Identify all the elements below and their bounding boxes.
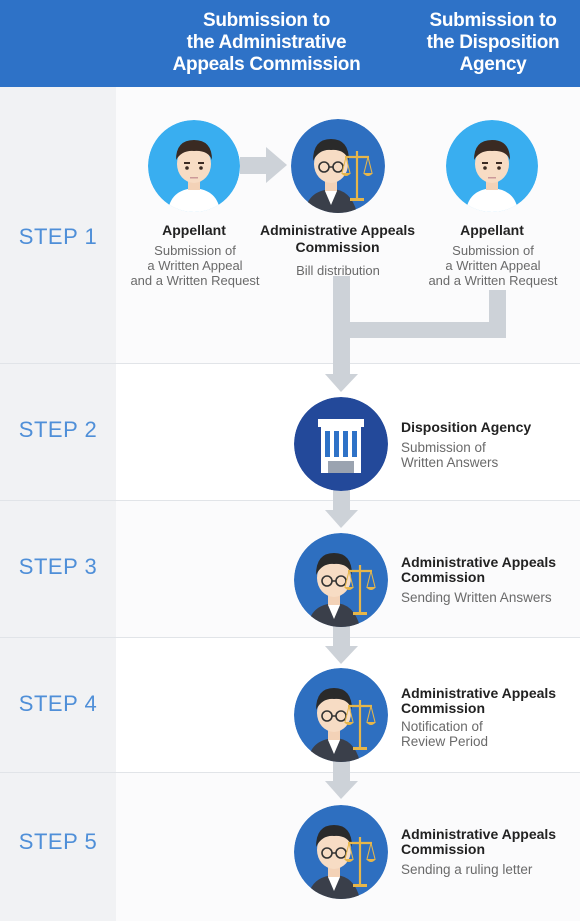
step4-desc: Notification of Review Period — [401, 719, 488, 749]
disposition-agency-building-icon — [294, 397, 388, 491]
step-4-label: STEP 4 — [18, 691, 98, 716]
header-col2-line2: the Disposition — [426, 32, 560, 53]
flow-line-commission-down — [333, 276, 350, 376]
flow-line — [333, 626, 350, 648]
header-col2-line1: Submission to — [429, 10, 557, 31]
step-column — [0, 87, 116, 921]
flow-line — [333, 490, 350, 512]
row-divider — [0, 637, 580, 638]
step2-desc-line1: Submission of — [401, 440, 486, 455]
step1-right-title: Appellant — [460, 222, 524, 238]
step1-right-desc-line2: a Written Appeal — [445, 258, 541, 273]
arrow-down-icon — [325, 781, 358, 799]
commission-judge-icon — [294, 805, 388, 899]
step1-right-desc-line1: Submission of — [452, 243, 534, 258]
step1-left-desc-line3: and a Written Request — [130, 273, 260, 288]
step1-left-desc-line1: Submission of — [154, 243, 236, 258]
step-3-label: STEP 3 — [18, 554, 98, 579]
step3-title: Administrative Appeals Commission — [401, 555, 556, 585]
step-2-label: STEP 2 — [18, 417, 98, 442]
step1-middle-title-line2: Commission — [295, 239, 380, 255]
step4-desc-line1: Notification of — [401, 719, 483, 734]
row-divider — [0, 363, 580, 364]
header-col1-line2: the Administrative — [186, 32, 347, 53]
arrow-down-icon — [325, 646, 358, 664]
flow-line — [333, 761, 350, 783]
arrow-right-icon — [240, 147, 287, 183]
commission-judge-icon — [294, 533, 388, 627]
step1-left-desc-line2: a Written Appeal — [147, 258, 243, 273]
commission-judge-icon — [294, 668, 388, 762]
step5-title-line1: Administrative Appeals — [401, 826, 557, 842]
step1-right-desc-line3: and a Written Request — [428, 273, 558, 288]
step5-title: Administrative Appeals Commission — [401, 827, 556, 857]
step3-desc: Sending Written Answers — [401, 590, 552, 605]
step4-title: Administrative Appeals Commission — [401, 686, 556, 716]
header-col1-line3: Appeals Commission — [172, 54, 361, 75]
step2-desc-line2: Written Answers — [401, 455, 499, 470]
arrow-down-icon — [325, 374, 358, 392]
step1-middle-title-line1: Administrative Appeals — [259, 222, 416, 238]
row-divider — [0, 772, 580, 773]
step1-left-title: Appellant — [162, 222, 226, 238]
step1-middle-desc: Bill distribution — [296, 263, 380, 278]
appellant-person-icon — [148, 120, 240, 212]
step1-left-desc: Submission of a Written Appeal and a Wri… — [110, 243, 280, 288]
step4-title-line2: Commission — [401, 700, 486, 716]
arrow-down-icon — [325, 510, 358, 528]
step3-title-line2: Commission — [401, 569, 486, 585]
step2-title: Disposition Agency — [401, 419, 532, 435]
commission-judge-icon — [291, 119, 385, 213]
header-col2-line3: Agency — [459, 54, 527, 75]
step3-title-line1: Administrative Appeals — [401, 554, 557, 570]
step4-title-line1: Administrative Appeals — [401, 685, 557, 701]
flow-line-right-appellant — [349, 290, 506, 338]
step-1-label: STEP 1 — [18, 224, 98, 249]
step5-title-line2: Commission — [401, 841, 486, 857]
header-col1-line1: Submission to — [203, 10, 330, 31]
step1-middle-title: Administrative Appeals Commission — [250, 222, 425, 256]
step1-right-desc: Submission of a Written Appeal and a Wri… — [408, 243, 578, 288]
header-bar: Submission to the Administrative Appeals… — [0, 0, 580, 87]
appellant-person-icon — [446, 120, 538, 212]
row-divider — [0, 500, 580, 501]
step4-desc-line2: Review Period — [401, 734, 489, 749]
step-5-label: STEP 5 — [18, 829, 98, 854]
step2-desc: Submission of Written Answers — [401, 440, 498, 470]
header-col-admin-commission: Submission to the Administrative Appeals… — [169, 10, 364, 76]
step5-desc: Sending a ruling letter — [401, 862, 533, 877]
header-col-disposition-agency: Submission to the Disposition Agency — [418, 10, 568, 76]
